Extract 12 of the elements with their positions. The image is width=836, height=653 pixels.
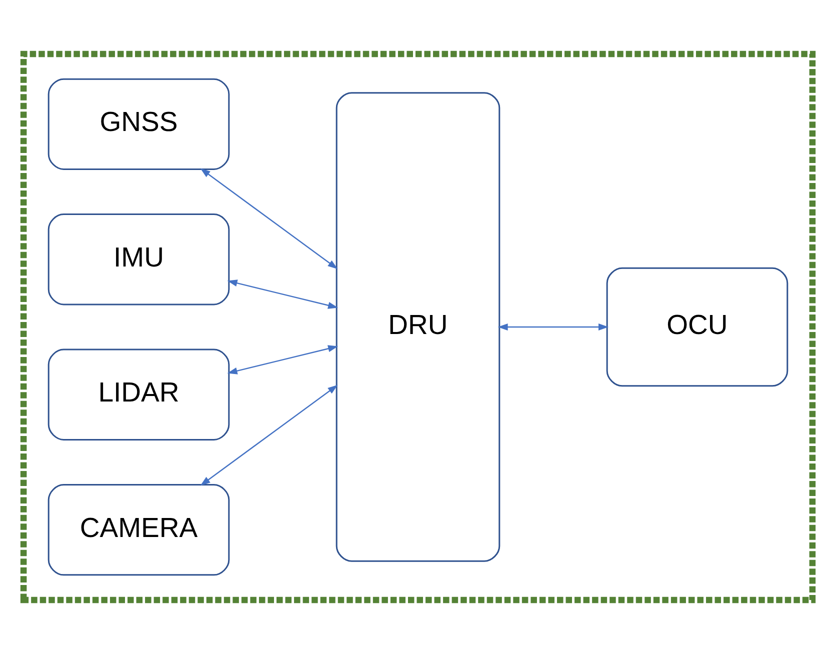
cluster [20, 50, 816, 603]
arrow [200, 168, 338, 269]
arrow [498, 322, 609, 330]
node-box: GNSS [48, 78, 230, 170]
arrow [227, 344, 338, 374]
node-box: IMU [48, 213, 230, 305]
arrow [200, 384, 338, 486]
node-box: OCU [606, 266, 788, 386]
node-box: LIDAR [48, 348, 230, 440]
node-box: CAMERA [48, 484, 230, 576]
node-box: DRU [336, 92, 500, 562]
arrow [227, 279, 338, 308]
